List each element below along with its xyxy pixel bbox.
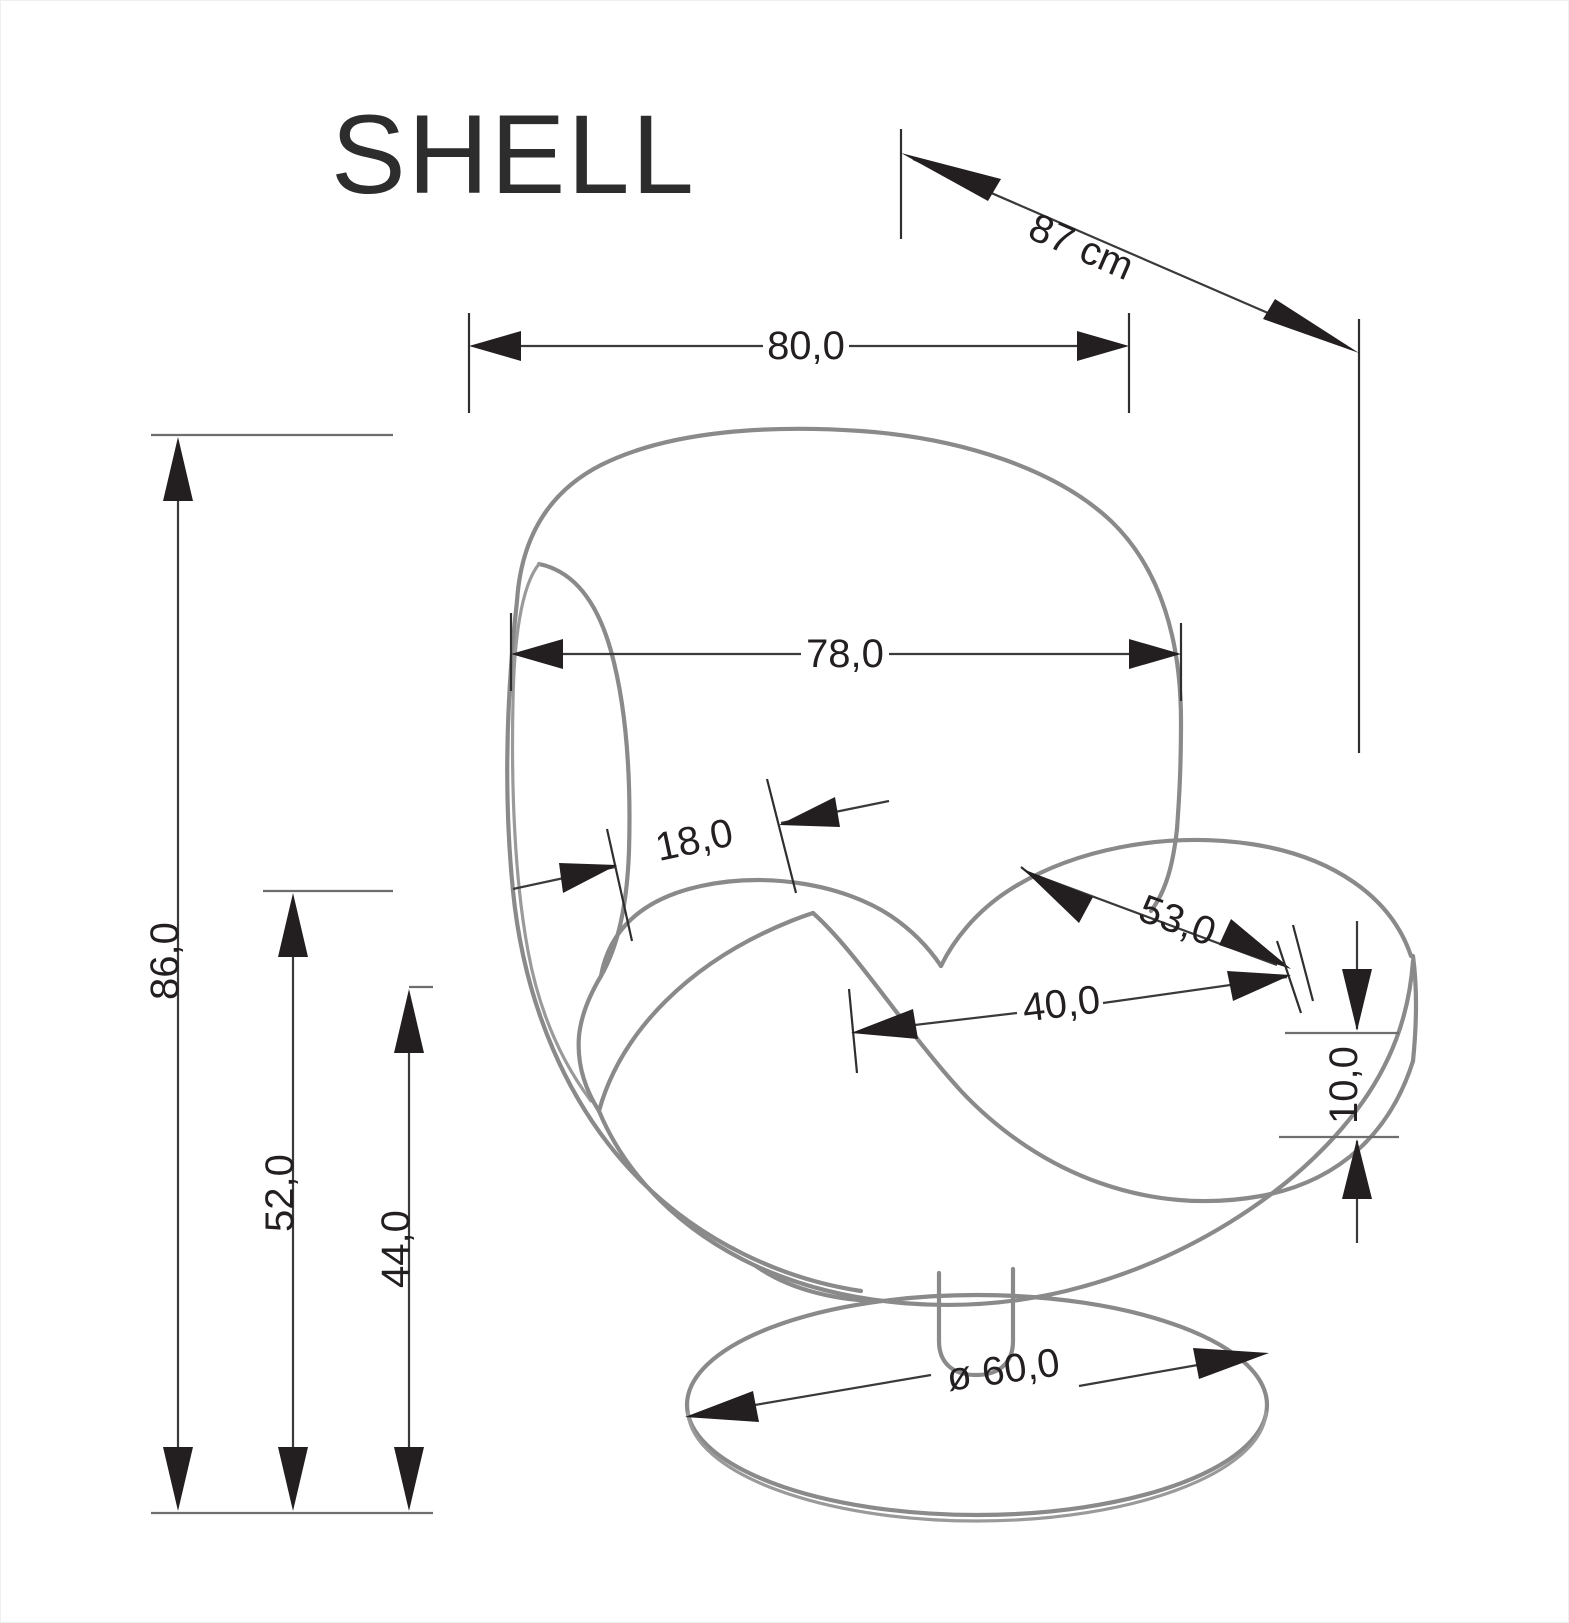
extension-line-18-left xyxy=(605,828,634,942)
dimension-line-60-right-seg xyxy=(1078,1361,1210,1388)
arrow-head-87-end xyxy=(1263,299,1359,353)
arrow-head-86-top xyxy=(163,437,193,501)
arrow-head-80-left xyxy=(469,331,521,361)
base-plate-rim xyxy=(686,1411,1268,1523)
seat-shell-lower-rim xyxy=(596,958,1416,1307)
side-panel-inner-edge xyxy=(536,561,632,979)
arrow-head-53-end xyxy=(1219,919,1291,969)
dimension-label-80: 80,0 xyxy=(767,324,845,368)
swivel-column xyxy=(936,1266,1016,1378)
dimension-width-80: 80,0 xyxy=(467,313,1131,413)
arrow-head-10-bottom xyxy=(1342,1139,1372,1199)
extension-line-40-right xyxy=(1275,940,1303,1014)
dimension-label-60: ø 60,0 xyxy=(944,1340,1062,1399)
arrow-head-80-right xyxy=(1077,331,1129,361)
dimension-label-10: 10,0 xyxy=(1322,1046,1366,1124)
seat-cushion-left-lobe xyxy=(598,878,944,979)
arrow-head-60-left xyxy=(685,1391,759,1422)
arrow-head-60-right xyxy=(1193,1348,1269,1379)
backrest-shell-outline xyxy=(514,426,1184,832)
dimension-cushion-10: 10,0 xyxy=(1279,921,1399,1243)
vertical-dimension-group: 86,0 52,0 44,0 xyxy=(143,433,433,1515)
dimension-armrest-18: 18,0 xyxy=(512,778,890,942)
dimension-label-18: 18,0 xyxy=(652,811,737,870)
side-panel-outer-band xyxy=(510,562,593,1103)
seat-cushion-right-lobe xyxy=(938,837,1414,969)
dimension-label-52: 52,0 xyxy=(258,1154,302,1232)
page-title: SHELL xyxy=(331,92,696,217)
dimension-inner-width-78: 78,0 xyxy=(509,613,1183,701)
dimension-label-40: 40,0 xyxy=(1020,978,1103,1031)
arrow-head-44-bottom xyxy=(394,1447,424,1511)
arrow-head-78-left xyxy=(511,639,563,669)
dimension-label-44: 44,0 xyxy=(374,1210,418,1288)
dimension-label-86: 86,0 xyxy=(143,922,187,1000)
dimension-label-87: 87 cm xyxy=(1022,205,1139,289)
side-panel-bottom-joint xyxy=(576,973,604,1114)
arrow-head-87-start xyxy=(901,153,1001,201)
extension-line-18-right xyxy=(765,778,798,894)
base-plate-top xyxy=(684,1292,1270,1518)
arrow-head-52-top xyxy=(278,893,308,957)
arrow-head-10-top xyxy=(1342,969,1372,1031)
dimension-label-53: 53,0 xyxy=(1133,887,1221,955)
arrow-head-40-right xyxy=(1227,971,1291,1001)
seat-cushion-front-edge xyxy=(596,910,816,1114)
arrow-head-18-left xyxy=(559,863,617,893)
shell-left-outer-edge xyxy=(505,598,864,1294)
arrow-head-18-right xyxy=(779,797,840,827)
arrow-head-78-right xyxy=(1129,639,1181,669)
dimension-seat-depth-40: 40,0 xyxy=(847,940,1303,1074)
seat-shell-underside xyxy=(753,1263,884,1304)
dimension-label-78: 78,0 xyxy=(806,632,884,676)
extension-line-53-end xyxy=(1291,924,1315,1002)
dimension-base-diameter-60: ø 60,0 xyxy=(685,1340,1269,1422)
arrow-head-44-top xyxy=(394,989,424,1053)
arrow-head-40-left xyxy=(851,1009,918,1039)
seat-shell-right-outline xyxy=(1410,953,1419,1064)
arrow-head-52-bottom xyxy=(278,1447,308,1511)
extension-line-40-left xyxy=(847,988,859,1074)
arrow-head-53-start xyxy=(1023,869,1093,923)
dimension-line-60-left-seg xyxy=(742,1373,932,1409)
arrow-head-86-bottom xyxy=(163,1447,193,1511)
